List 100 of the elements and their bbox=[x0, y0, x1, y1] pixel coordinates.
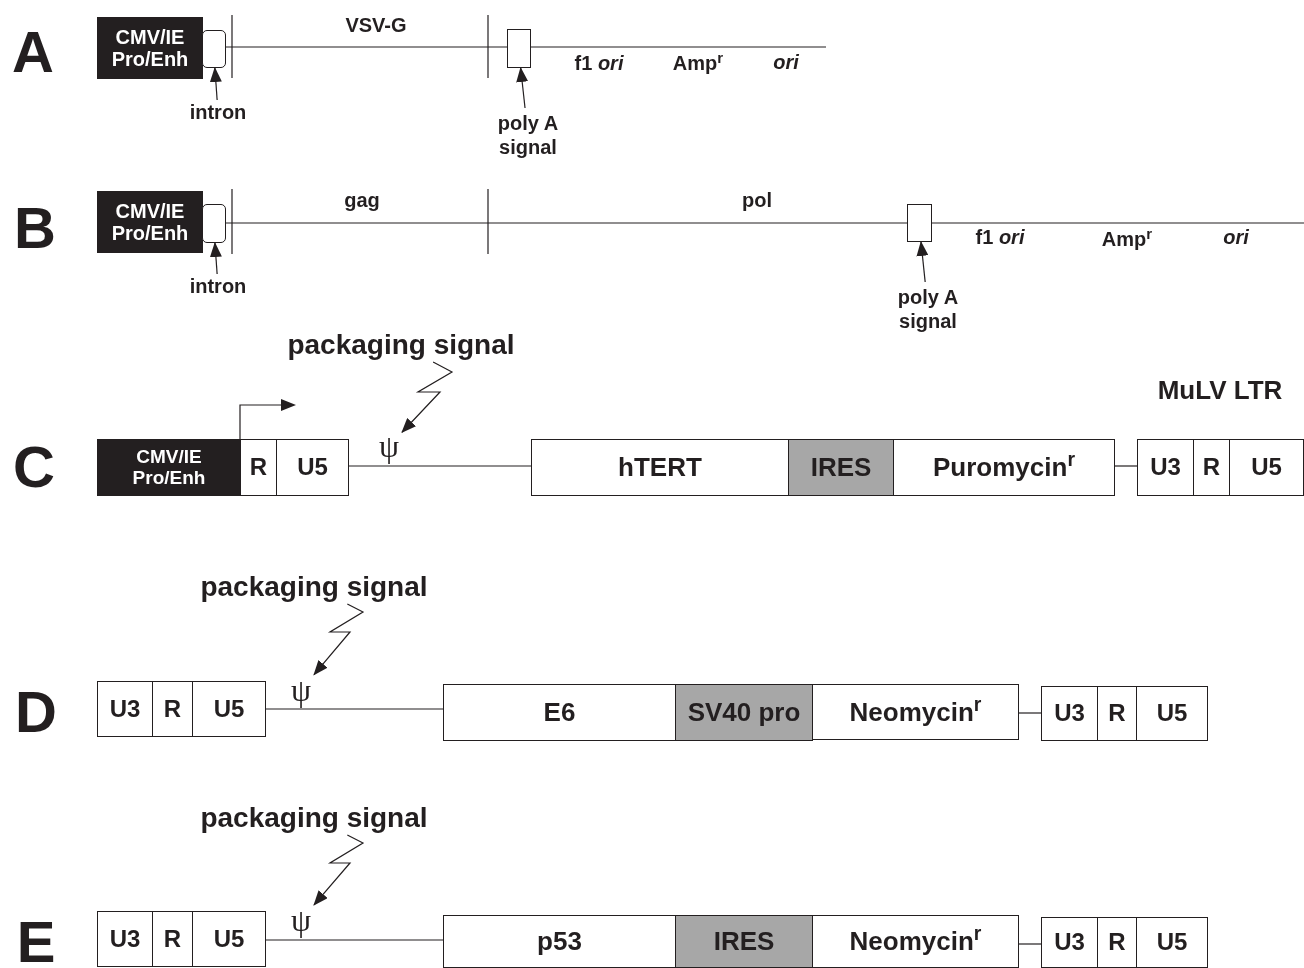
poly-a-box bbox=[507, 29, 531, 68]
segment-box bbox=[1136, 686, 1208, 741]
connector-line bbox=[1113, 465, 1138, 467]
segment-label: R bbox=[1201, 454, 1222, 481]
segment-label: R bbox=[162, 925, 183, 953]
connector-line bbox=[264, 939, 444, 941]
segment-label: CMV/IE Pro/Enh bbox=[110, 200, 190, 244]
segment-label: U5 bbox=[212, 925, 246, 953]
segment-label: U5 bbox=[1155, 700, 1189, 727]
segment-label: U5 bbox=[212, 695, 246, 723]
segment-label: U3 bbox=[108, 925, 142, 953]
segment-box bbox=[1193, 439, 1230, 496]
intron-box bbox=[202, 204, 226, 243]
segment-label: R bbox=[248, 454, 269, 481]
segment-box bbox=[97, 681, 153, 737]
segment-label: E6 bbox=[542, 698, 577, 727]
leader-arrow bbox=[516, 67, 529, 109]
segment-label: hTERT bbox=[617, 453, 703, 482]
segment-box bbox=[1097, 917, 1137, 968]
segment-box bbox=[1041, 917, 1098, 968]
segment-label: U3 bbox=[1149, 454, 1182, 481]
segment-label: IRES bbox=[712, 927, 776, 956]
segment-box bbox=[152, 681, 193, 737]
connector-line bbox=[264, 708, 444, 710]
annotation-text: packaging signal bbox=[179, 570, 449, 604]
segment-box bbox=[1137, 439, 1194, 496]
segment-box bbox=[1041, 686, 1098, 741]
annotation-text: intron bbox=[180, 274, 256, 298]
leader-arrow bbox=[916, 241, 929, 283]
segment-box bbox=[1097, 686, 1137, 741]
segment-label: CMV/IE Pro/Enh bbox=[131, 446, 207, 489]
segment-box bbox=[812, 684, 1019, 740]
panel-letter: E bbox=[16, 913, 56, 968]
segment-box bbox=[788, 439, 894, 496]
sequence-label: f1 ori bbox=[975, 227, 1025, 247]
segment-box bbox=[240, 439, 277, 496]
segment-label: SV40 pro bbox=[686, 698, 802, 727]
segment-box bbox=[443, 684, 676, 741]
connector-line bbox=[930, 222, 1304, 224]
segment-box bbox=[812, 915, 1019, 968]
segment-label: U5 bbox=[1250, 454, 1283, 481]
promoter-box bbox=[97, 439, 241, 496]
panel-letter: D bbox=[15, 683, 57, 741]
connector-line bbox=[1017, 943, 1042, 945]
segment-box bbox=[893, 439, 1115, 496]
segment-label: Puromycin$^{r}$ bbox=[932, 453, 1076, 482]
sequence-label: Amp$^{r}$ bbox=[672, 53, 724, 73]
segment-box bbox=[675, 684, 813, 741]
segment-box bbox=[152, 911, 193, 967]
segment-label: U5 bbox=[1155, 929, 1189, 956]
panel-letter: B bbox=[14, 199, 56, 257]
connector-line bbox=[224, 46, 508, 48]
connector-line bbox=[347, 465, 532, 467]
poly-a-box bbox=[907, 204, 932, 242]
panel-letter: C bbox=[13, 438, 55, 496]
segment-label: p53 bbox=[536, 927, 583, 956]
annotation-text: poly A signal bbox=[888, 282, 968, 336]
segment-box bbox=[276, 439, 349, 496]
leader-arrow bbox=[401, 361, 454, 433]
segment-label: U5 bbox=[296, 454, 329, 481]
leader-arrow bbox=[313, 603, 365, 676]
sequence-label: pol bbox=[742, 190, 772, 210]
psi-symbol: ψ bbox=[288, 672, 314, 708]
leader-arrow bbox=[209, 67, 222, 101]
annotation-text: poly A signal bbox=[488, 108, 568, 162]
psi-symbol: ψ bbox=[288, 902, 314, 938]
segment-box bbox=[1136, 917, 1208, 968]
segment-box bbox=[192, 911, 266, 967]
segment-label: Neomycin$^{r}$ bbox=[848, 697, 983, 727]
sequence-label: f1 ori bbox=[574, 53, 624, 73]
connector-line bbox=[529, 46, 827, 48]
segment-box bbox=[1229, 439, 1304, 496]
segment-box bbox=[531, 439, 789, 496]
leader-arrow bbox=[209, 242, 222, 275]
segment-box bbox=[97, 911, 153, 967]
segment-label: U3 bbox=[1053, 700, 1086, 727]
annotation-text: packaging signal bbox=[179, 801, 449, 835]
segment-label: Neomycin$^{r}$ bbox=[848, 927, 983, 956]
promoter-box bbox=[97, 17, 203, 79]
sequence-label: Amp$^{r}$ bbox=[1101, 229, 1153, 249]
segment-label: U3 bbox=[1053, 929, 1086, 956]
psi-symbol: ψ bbox=[376, 428, 402, 464]
segment-label: U3 bbox=[108, 695, 142, 723]
sequence-label: gag bbox=[344, 190, 380, 210]
intron-box bbox=[202, 30, 226, 68]
panel-letter: A bbox=[12, 23, 54, 81]
segment-box bbox=[443, 915, 676, 968]
connector-line bbox=[1017, 712, 1042, 714]
sequence-label: ori bbox=[1223, 227, 1249, 247]
sequence-label: ori bbox=[773, 52, 799, 72]
promoter-box bbox=[97, 191, 203, 253]
segment-box bbox=[675, 915, 813, 968]
leader-arrow bbox=[313, 834, 365, 906]
segment-label: R bbox=[1107, 700, 1127, 727]
segment-label: R bbox=[162, 695, 183, 723]
annotation-text: packaging signal bbox=[266, 328, 536, 362]
segment-label: R bbox=[1107, 929, 1127, 956]
segment-label: CMV/IE Pro/Enh bbox=[110, 26, 190, 70]
segment-label: IRES bbox=[809, 453, 873, 482]
sequence-label: VSV-G bbox=[345, 15, 407, 35]
